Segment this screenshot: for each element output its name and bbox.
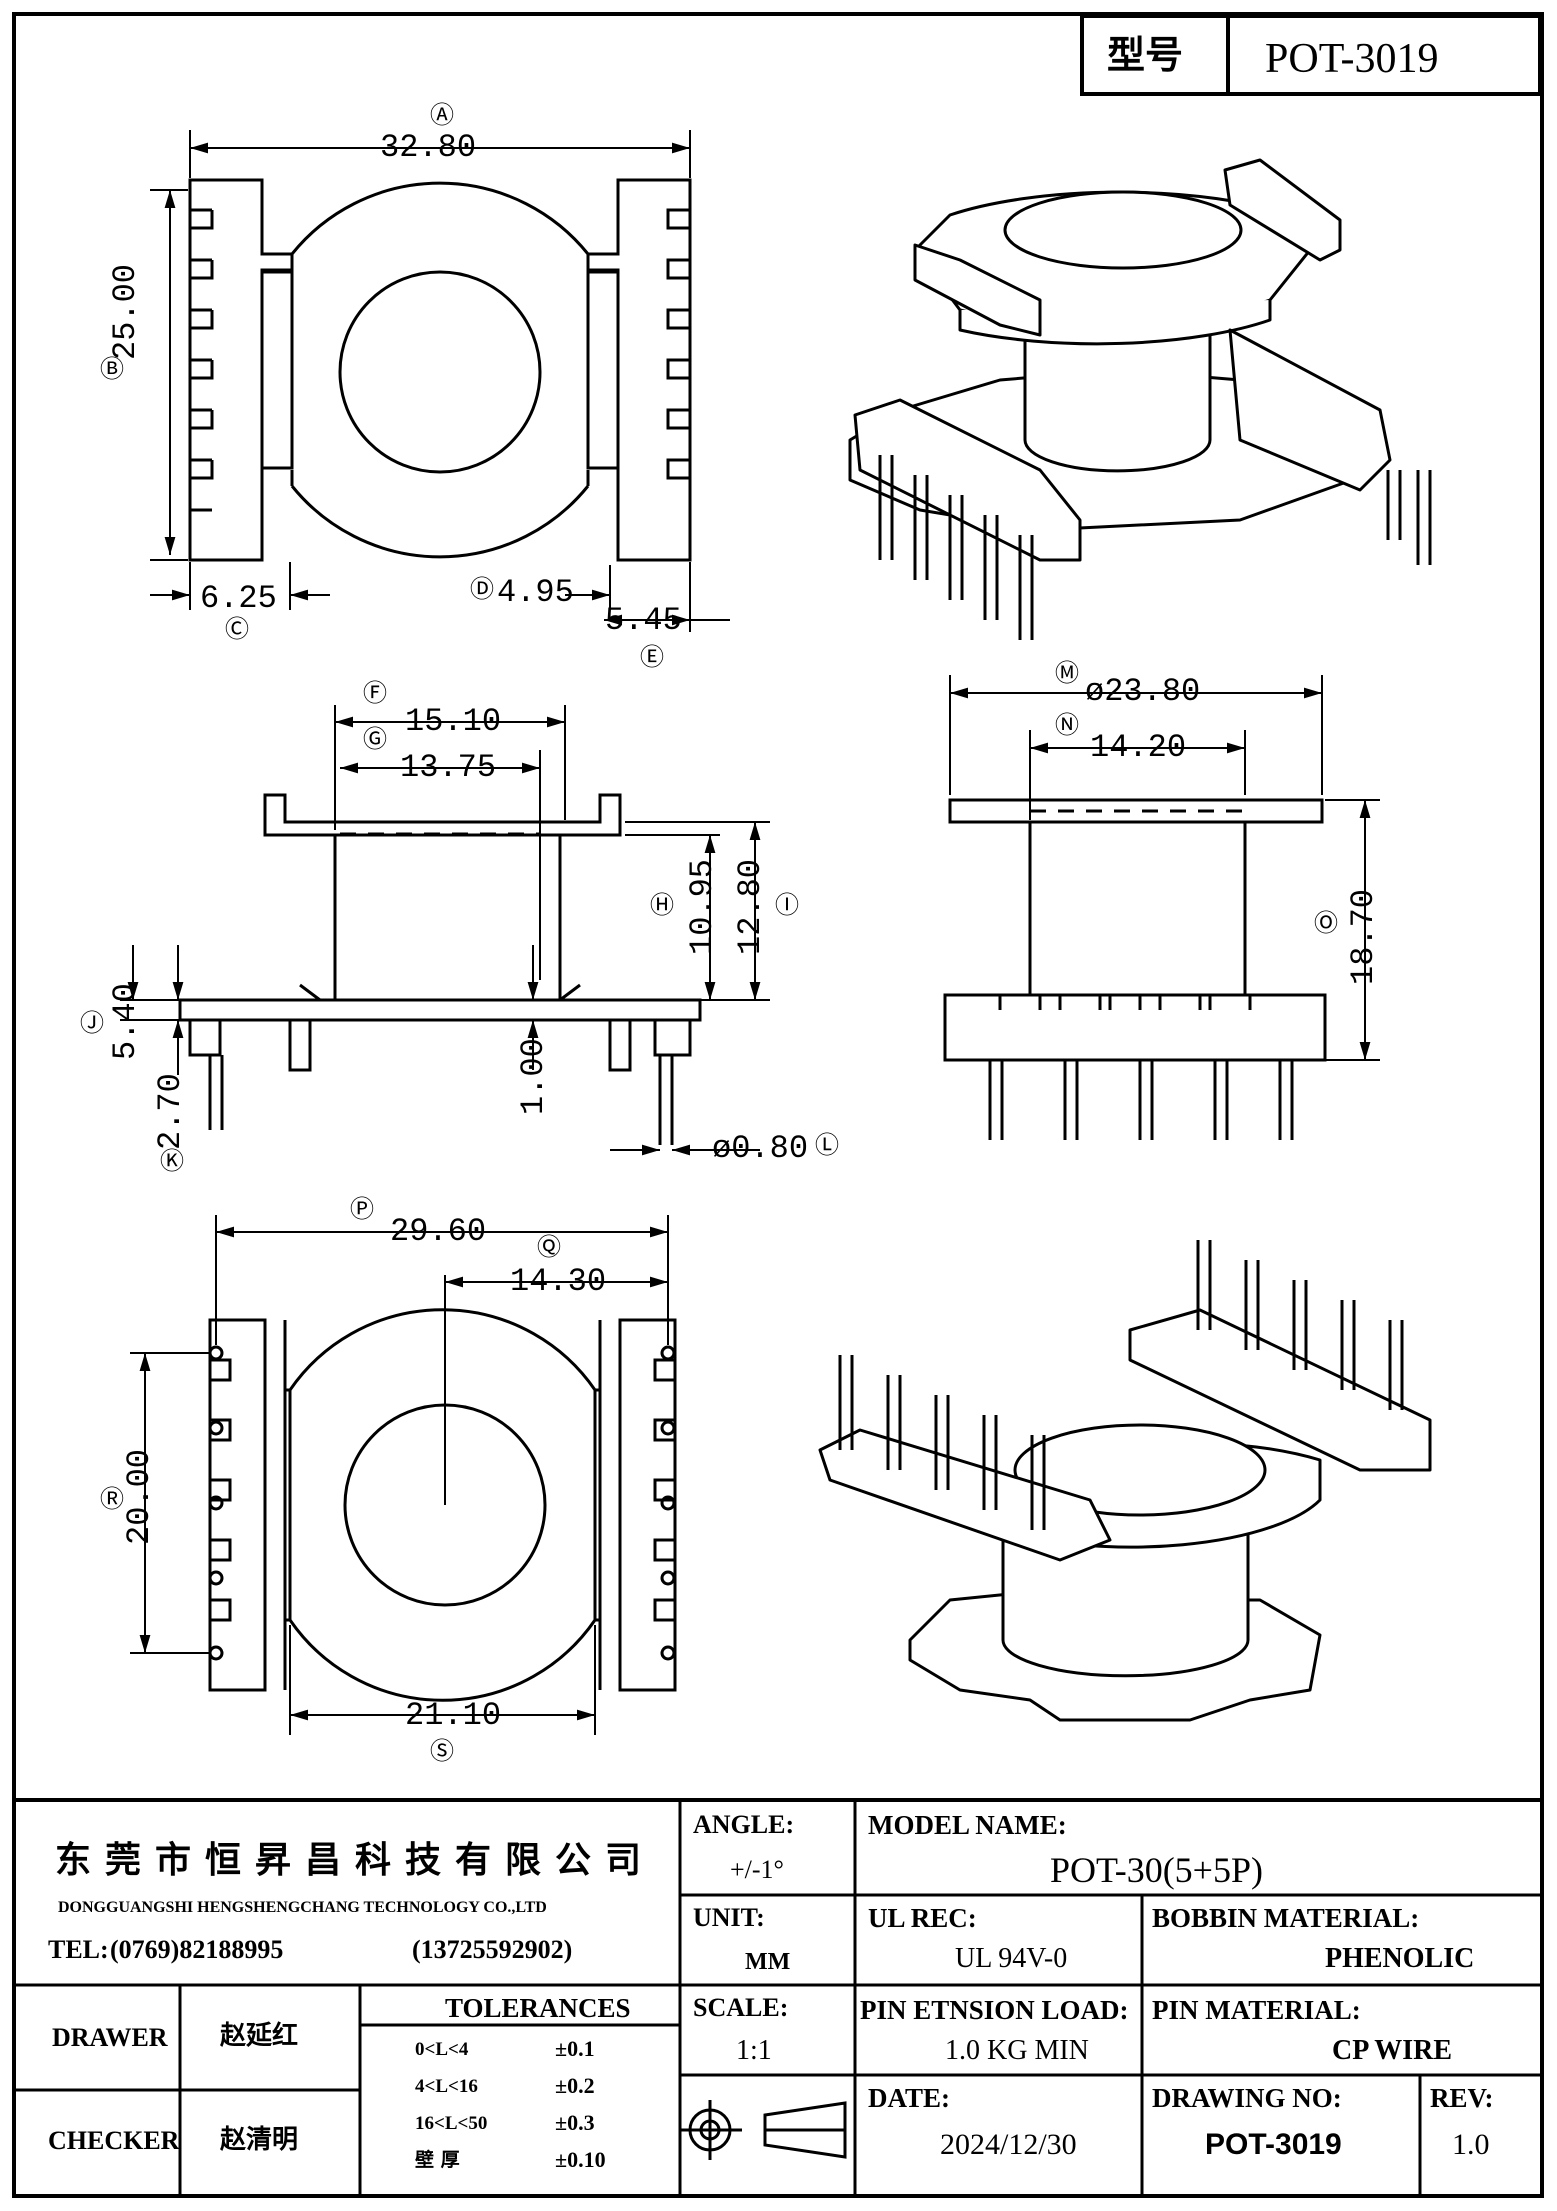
dim-G-value: 13.75: [400, 749, 497, 786]
dim-S-value: 21.10: [405, 1697, 502, 1734]
top-view-dimensions: [150, 130, 730, 632]
bobbin-material-value: PHENOLIC: [1325, 1943, 1475, 1974]
pin-material-value: CP WIRE: [1332, 2035, 1453, 2066]
pin-load-label: PIN ETNSION LOAD:: [860, 1995, 1129, 2025]
drawer-label: DRAWER: [52, 2023, 168, 2052]
tolerance-range-1: 0<L<4: [415, 2039, 469, 2060]
rev-label: REV:: [1430, 2083, 1494, 2113]
date-value: 2024/12/30: [940, 2128, 1077, 2161]
pin-material-label: PIN MATERIAL:: [1152, 1995, 1361, 2025]
pin-load-value: 1.0 KG MIN: [945, 2035, 1089, 2066]
company-name-cn: 东莞市恒昇昌科技有限公司: [55, 1840, 656, 1881]
title-block-grid: [14, 1798, 1542, 2196]
company-name-en: DONGGUANGSHI HENGSHENGCHANG TECHNOLOGY C…: [58, 1899, 547, 1916]
dim-K-value: 2.70: [152, 1073, 189, 1150]
tolerance-value-4: ±0.10: [555, 2147, 606, 2172]
dim-J-value: 5.40: [107, 983, 144, 1060]
tolerance-value-2: ±0.2: [555, 2073, 595, 2098]
dim-G-marker: Ⓖ: [363, 728, 387, 755]
dim-H-marker: Ⓗ: [650, 894, 674, 921]
dim-D-value: 4.95: [497, 574, 574, 611]
scale-value: 1:1: [736, 2035, 772, 2066]
model-header-value: POT-3019: [1265, 36, 1439, 82]
dim-I-marker: Ⓘ: [775, 894, 799, 921]
dim-A-value: 32.80: [380, 129, 477, 166]
isometric-view-upper: [848, 158, 1392, 562]
dim-F-marker: Ⓕ: [363, 682, 387, 709]
dim-M-marker: Ⓜ: [1055, 662, 1079, 689]
mobile-number: (13725592902): [412, 1935, 573, 1964]
checker-label: CHECKER: [48, 2126, 180, 2155]
angle-label: ANGLE:: [693, 1810, 795, 1839]
front-view: [178, 793, 702, 1145]
dim-N-marker: Ⓝ: [1055, 714, 1079, 741]
drawing-no-value: POT-3019: [1205, 2128, 1342, 2161]
tel-label: TEL:: [48, 1935, 109, 1964]
isometric-view-upper-pins: [878, 455, 1432, 640]
tolerances-label: TOLERANCES: [445, 1993, 631, 2023]
dim-E-value: 5.45: [605, 602, 682, 639]
dim-N-value: 14.20: [1090, 729, 1187, 766]
angle-value: +/-1°: [730, 1855, 784, 1884]
model-name-value: POT-30(5+5P): [1050, 1850, 1263, 1890]
date-label: DATE:: [868, 2083, 951, 2113]
bobbin-material-label: BOBBIN MATERIAL:: [1152, 1903, 1420, 1933]
dim-C-marker: Ⓒ: [225, 618, 249, 645]
dim-P-value: 29.60: [390, 1213, 487, 1250]
dim-L-marker: Ⓛ: [815, 1134, 839, 1161]
model-header-label: 型号: [1107, 33, 1184, 77]
side-view-dimensions: [949, 675, 1380, 1061]
dim-O-marker: Ⓞ: [1314, 912, 1338, 939]
tolerance-range-3: 16<L<50: [415, 2113, 488, 2134]
dim-J-marker: Ⓙ: [80, 1012, 104, 1039]
dim-O-value: 18.70: [1345, 888, 1382, 985]
dim-R-marker: Ⓡ: [100, 1488, 124, 1515]
unit-value: MM: [745, 1949, 791, 1975]
bottom-view-dimensions: [130, 1215, 669, 1735]
isometric-view-lower: [818, 1308, 1432, 1722]
dim-B-marker: Ⓑ: [100, 358, 124, 385]
drawer-name: 赵延红: [220, 2021, 299, 2051]
model-name-label: MODEL NAME:: [868, 1810, 1067, 1840]
dim-K-marker: Ⓚ: [160, 1150, 184, 1177]
bottom-view: [208, 1275, 677, 1702]
tolerance-value-1: ±0.1: [555, 2036, 595, 2061]
rev-value: 1.0: [1452, 2128, 1490, 2161]
dim-H-value: 10.95: [684, 858, 721, 955]
drawing-no-label: DRAWING NO:: [1152, 2083, 1342, 2113]
dim-E-marker: Ⓔ: [640, 646, 664, 673]
isometric-view-lower-pins: [838, 1240, 1404, 1530]
top-view: [188, 178, 692, 562]
dim-L-value: ø0.80: [712, 1130, 809, 1167]
dim-S-marker: Ⓢ: [430, 1740, 454, 1767]
dim-R-value: 20.00: [121, 1448, 158, 1545]
dim-F-value: 15.10: [405, 703, 502, 740]
dim-pin-gap-value: 1.00: [515, 1038, 552, 1115]
dim-A-marker: Ⓐ: [430, 104, 454, 131]
scale-label: SCALE:: [693, 1993, 789, 2022]
dim-Q-value: 14.30: [510, 1263, 607, 1300]
dim-D-marker: Ⓓ: [470, 578, 494, 605]
dim-Q-marker: Ⓠ: [537, 1236, 561, 1263]
dim-C-value: 6.25: [200, 580, 277, 617]
side-view: [943, 798, 1327, 1140]
tolerance-range-4: 壁 厚: [415, 2149, 460, 2171]
tolerance-range-2: 4<L<16: [415, 2076, 478, 2097]
tolerance-value-3: ±0.3: [555, 2110, 595, 2135]
dim-I-value: 12.80: [732, 858, 769, 955]
projection-symbol-icon: [680, 2100, 847, 2160]
ul-rec-value: UL 94V-0: [955, 1943, 1068, 1974]
dim-M-value: ø23.80: [1085, 673, 1201, 710]
model-header-box: [1080, 14, 1542, 96]
checker-name: 赵清明: [220, 2125, 299, 2155]
front-view-dimensions: [120, 705, 770, 1156]
sheet-border: [12, 12, 1544, 2198]
dim-B-value: 25.00: [107, 263, 144, 360]
unit-label: UNIT:: [693, 1903, 765, 1932]
ul-rec-label: UL REC:: [868, 1903, 977, 1933]
tel-number: (0769)82188995: [110, 1935, 284, 1964]
dim-P-marker: Ⓟ: [350, 1198, 374, 1225]
